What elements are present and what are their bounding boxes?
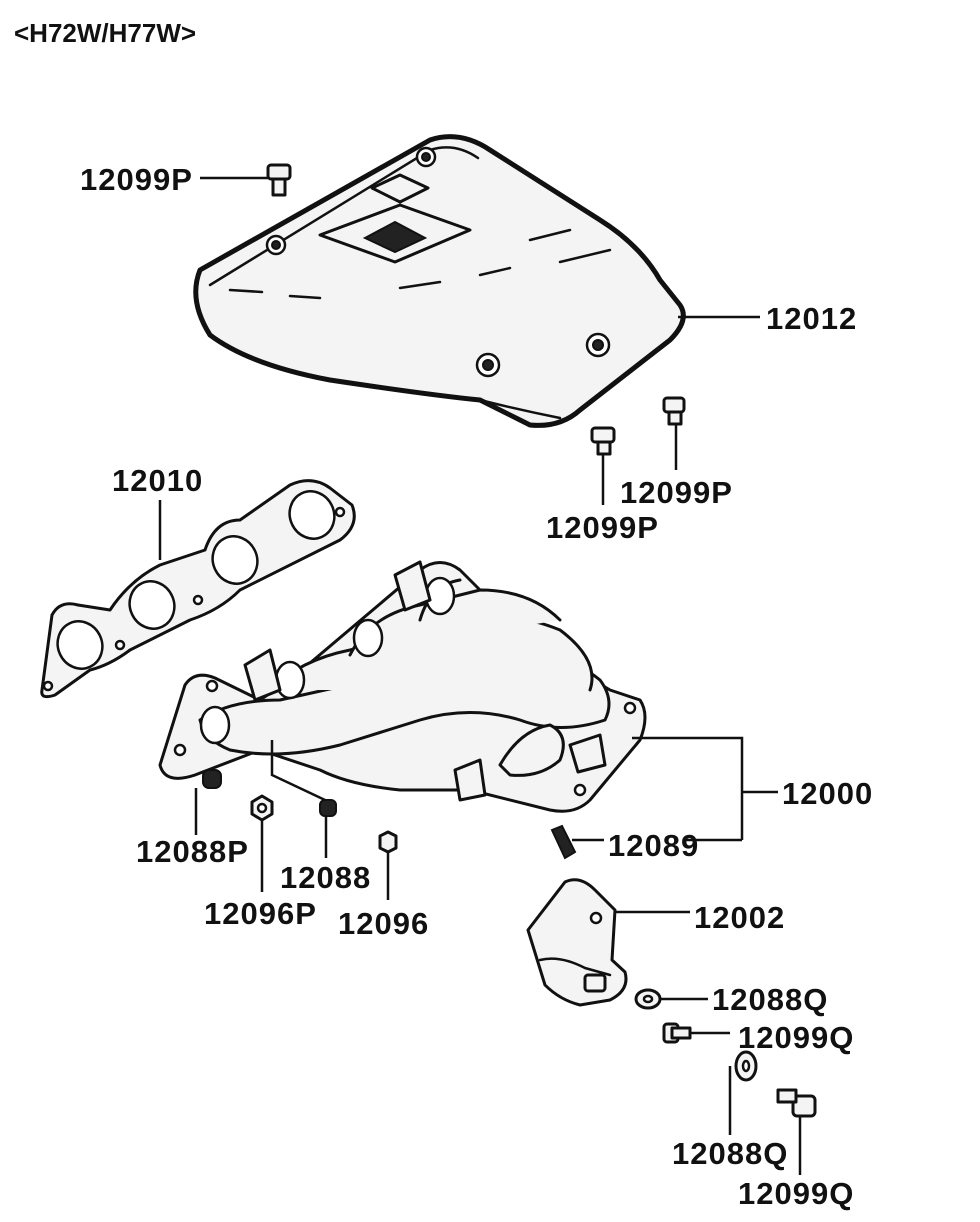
leader-lines xyxy=(158,176,802,1175)
gasket-12010 xyxy=(40,479,356,699)
label-12099P-right: 12099P xyxy=(620,475,733,510)
bolt-12099P-lower xyxy=(590,426,616,456)
label-12099P-top: 12099P xyxy=(80,162,193,197)
nut-12096 xyxy=(378,830,398,854)
bolt-12099Q-a xyxy=(662,1022,692,1044)
stud-12089 xyxy=(550,824,577,860)
washer-12088Q-b xyxy=(734,1050,758,1082)
bracket-12002 xyxy=(526,878,628,1007)
label-12088Q-b: 12088Q xyxy=(672,1136,788,1171)
label-12002: 12002 xyxy=(694,900,785,935)
label-12099Q-a: 12099Q xyxy=(738,1020,854,1055)
label-12096: 12096 xyxy=(338,906,429,941)
bolt-12099P-right xyxy=(662,396,686,426)
nut-12088P xyxy=(202,769,222,789)
label-12099Q-b: 12099Q xyxy=(738,1176,854,1211)
label-12089: 12089 xyxy=(608,828,699,863)
label-12012: 12012 xyxy=(766,301,857,336)
heat-shield-12012 xyxy=(193,134,686,428)
label-12096P: 12096P xyxy=(204,896,317,931)
washer-12088Q-a xyxy=(634,988,662,1010)
label-12000: 12000 xyxy=(782,776,873,811)
bolt-12099P-top xyxy=(266,163,292,197)
nut-12088 xyxy=(319,799,337,817)
label-12088Q-a: 12088Q xyxy=(712,982,828,1017)
bolt-12099Q-b xyxy=(776,1088,817,1118)
label-12010: 12010 xyxy=(112,463,203,498)
label-12088P: 12088P xyxy=(136,834,249,869)
label-12088: 12088 xyxy=(280,860,371,895)
exhaust-manifold-12000 xyxy=(158,560,647,813)
nut-12096P xyxy=(250,794,274,822)
diagram-title: <H72W/H77W> xyxy=(14,18,196,48)
label-12099P-lower: 12099P xyxy=(546,510,659,545)
